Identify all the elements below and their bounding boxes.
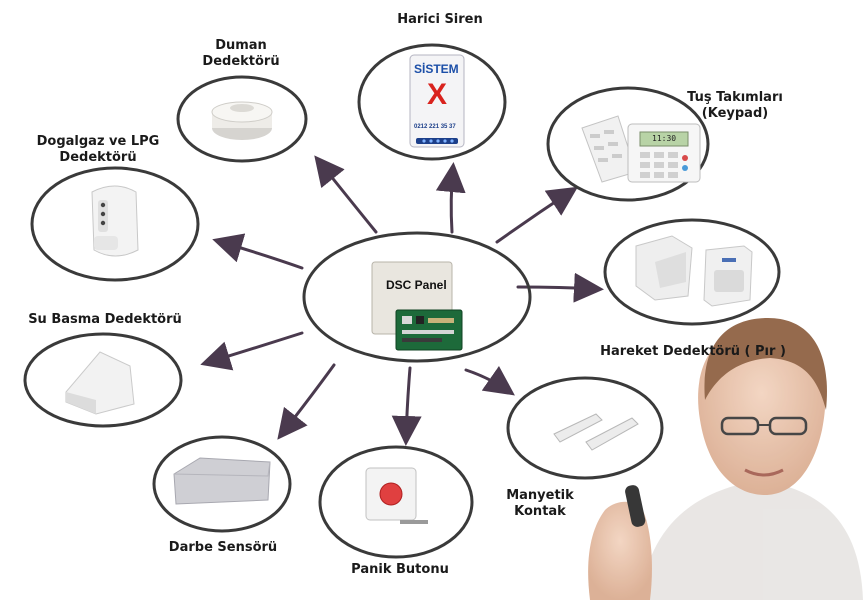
center-label: DSC Panel — [386, 278, 447, 292]
siren-x-mark: X — [427, 80, 447, 110]
label-pir: Hareket Dedektörü ( Pır ) — [588, 344, 798, 360]
label-magnet-line1: Manyetik — [500, 488, 580, 504]
siren-phone-text: 0212 221 35 37 — [414, 124, 456, 130]
arrow-to-panic — [406, 368, 410, 440]
arrow-to-siren — [451, 168, 453, 232]
ellipse-pir — [605, 220, 779, 324]
label-magnet-line2: Kontak — [500, 504, 580, 520]
label-keypad: Tuş Takımları (Keypad) — [680, 90, 790, 122]
keypad-display-text: 11:30 — [652, 134, 676, 143]
label-water: Su Basma Dedektörü — [20, 312, 190, 328]
presenter-woman — [588, 318, 863, 600]
arrow-to-gas — [218, 241, 302, 268]
label-gas: Dogalgaz ve LPG Dedektörü — [28, 134, 168, 166]
panic-button-image — [366, 468, 428, 524]
label-shock-line1: Darbe Sensörü — [158, 540, 288, 556]
label-panic-line1: Panik Butonu — [340, 562, 460, 578]
siren-brand-text: SİSTEM — [414, 62, 459, 76]
arrow-to-magnet — [466, 370, 510, 392]
label-water-line1: Su Basma Dedektörü — [20, 312, 190, 328]
label-keypad-line2: (Keypad) — [680, 106, 790, 122]
pir-sensor-image — [636, 236, 752, 306]
arrow-to-water — [206, 333, 302, 363]
label-duman-line2: Dedektörü — [196, 54, 286, 70]
arrow-to-shock — [281, 365, 334, 435]
label-gas-line2: Dedektörü — [28, 150, 168, 166]
label-magnet: Manyetik Kontak — [500, 488, 580, 520]
label-keypad-line1: Tuş Takımları — [680, 90, 790, 106]
label-siren-line1: Harici Siren — [380, 12, 500, 28]
label-pir-line1: Hareket Dedektörü ( Pır ) — [588, 344, 798, 360]
shock-sensor-image — [174, 458, 270, 504]
keypad-image — [582, 116, 700, 182]
gas-detector-image — [92, 186, 138, 256]
water-detector-image — [66, 352, 134, 414]
label-shock: Darbe Sensörü — [158, 540, 288, 556]
smoke-detector-image — [212, 102, 272, 140]
magnetic-contact-image — [554, 414, 638, 450]
label-duman: Duman Dedektörü — [196, 38, 286, 70]
arrow-to-duman — [318, 160, 376, 232]
label-duman-line1: Duman — [196, 38, 286, 54]
label-panic: Panik Butonu — [340, 562, 460, 578]
arrow-to-keypad — [497, 190, 573, 242]
dsc-panel-image — [372, 262, 462, 350]
label-siren: Harici Siren — [380, 12, 500, 28]
label-gas-line1: Dogalgaz ve LPG — [28, 134, 168, 150]
